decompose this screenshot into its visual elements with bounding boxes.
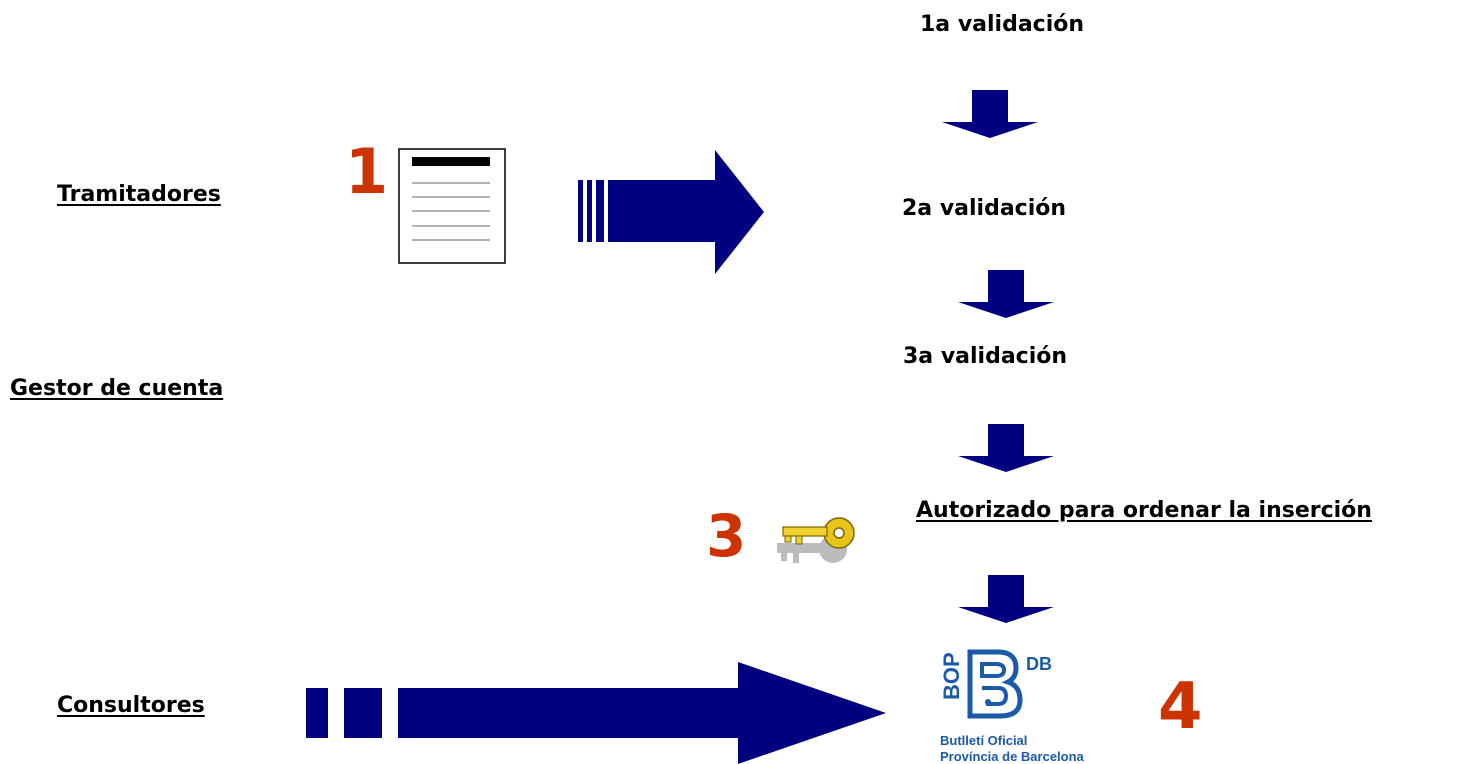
step-number-4: 4 (1158, 670, 1203, 744)
down-arrow-2 (958, 270, 1054, 318)
step-3a-validacion: 3a validación (903, 344, 1068, 369)
document-icon (398, 148, 506, 264)
bop-logo-line1: Butlletí Oficial (940, 733, 1028, 748)
down-arrow-4 (958, 575, 1054, 623)
role-tramitadores: Tramitadores (57, 182, 221, 207)
down-arrow-1 (942, 90, 1038, 138)
consult-arrow (306, 662, 886, 764)
role-consultores: Consultores (57, 693, 205, 718)
bop-logo-line2: Província de Barcelona (940, 749, 1084, 764)
svg-text:BOP: BOP (939, 652, 964, 700)
role-gestor-de-cuenta: Gestor de cuenta (10, 376, 224, 401)
svg-text:DB: DB (1026, 654, 1052, 674)
step-1a-validacion: 1a validación (920, 12, 1085, 37)
step-autorizado: Autorizado para ordenar la inserción (916, 498, 1372, 523)
bop-logo: BOP DB Butlletí Oficial Província de Bar… (938, 648, 1130, 764)
step-number-1: 1 (345, 135, 389, 208)
step-number-3: 3 (706, 502, 747, 570)
step-2a-validacion: 2a validación (902, 196, 1067, 221)
key-icon (777, 517, 855, 563)
bop-logo-mark: BOP DB (939, 649, 1052, 719)
submit-arrow (578, 150, 764, 274)
down-arrow-3 (958, 424, 1054, 472)
